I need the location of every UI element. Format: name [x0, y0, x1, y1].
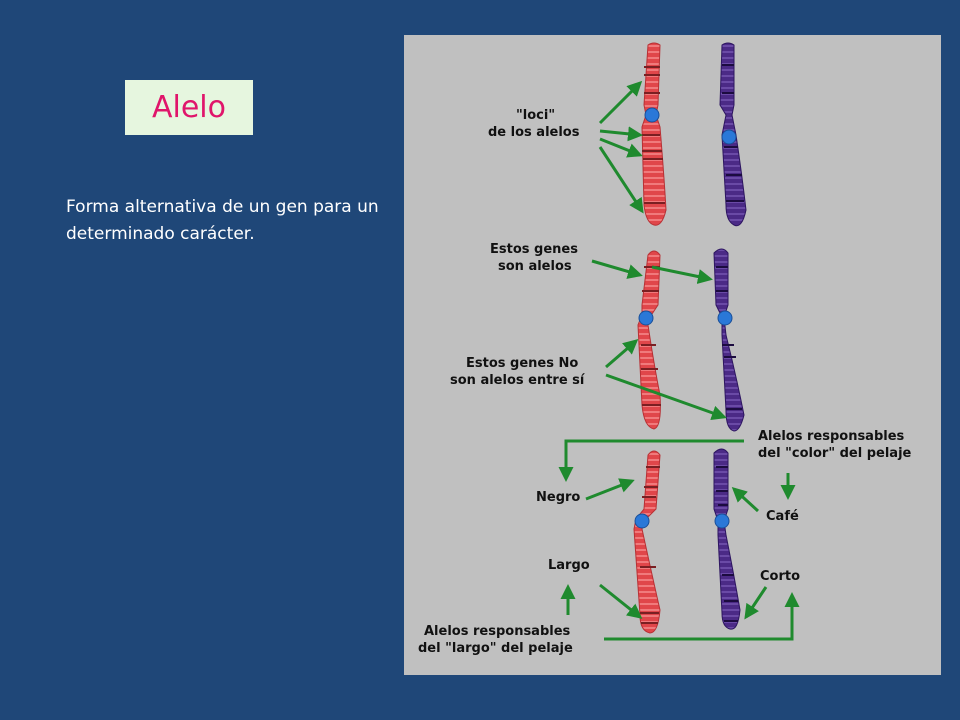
arrow-length-bracket — [604, 592, 800, 641]
centromere-1a — [644, 107, 660, 123]
arrow-not-alleles-2 — [605, 373, 727, 421]
label-corto: Corto — [760, 569, 800, 584]
allele-diagram: "loci" de los alelos Estos genes son ale… — [404, 35, 941, 675]
label-loci-2: de los alelos — [488, 125, 580, 140]
arrow-loci-3 — [599, 137, 643, 158]
arrow-corto — [744, 586, 768, 620]
centromere-3b — [714, 513, 730, 529]
centromere-2b — [717, 310, 733, 326]
arrows — [558, 80, 800, 641]
label-color-1: Alelos responsables — [758, 429, 905, 444]
chromosome-red-2 — [637, 250, 661, 430]
chromosome-pair-2 — [637, 248, 745, 432]
label-alleles-2: son alelos — [498, 259, 572, 274]
arrow-loci-2 — [599, 126, 643, 142]
label-alleles-1: Estos genes — [490, 242, 578, 257]
label-not-alleles-1: Estos genes No — [466, 356, 578, 371]
label-length-1: Alelos responsables — [424, 624, 571, 639]
arrow-loci-4 — [598, 146, 644, 214]
title-box: Alelo — [125, 80, 253, 135]
arrow-largo — [599, 583, 643, 619]
label-loci-1: "loci" — [516, 108, 555, 123]
centromere-1b — [721, 129, 737, 145]
arrow-not-alleles-1 — [605, 339, 639, 369]
label-length-2: del "largo" del pelaje — [418, 641, 573, 656]
arrow-loci-1 — [598, 80, 643, 125]
definition-text: Forma alternativa de un gen para un dete… — [66, 197, 379, 244]
label-cafe: Café — [766, 509, 799, 524]
arrow-cafe-2 — [731, 486, 760, 513]
arrow-alleles-1 — [591, 259, 643, 279]
chromosome-pair-1 — [641, 42, 747, 227]
label-color-2: del "color" del pelaje — [758, 446, 912, 461]
arrow-negro — [585, 478, 635, 501]
centromere-2a — [638, 310, 654, 326]
chromosome-red-3 — [633, 450, 661, 634]
arrow-alleles-2 — [651, 265, 713, 284]
chromosome-purple-3 — [713, 448, 741, 630]
allele-diagram-svg: "loci" de los alelos Estos genes son ale… — [418, 42, 912, 656]
label-not-alleles-2: son alelos entre sí — [450, 373, 586, 388]
chromosome-pair-3 — [633, 448, 741, 634]
label-largo: Largo — [548, 558, 590, 573]
arrow-color-bracket — [558, 439, 744, 482]
slide-title: Alelo — [151, 90, 226, 125]
centromere-3a — [634, 513, 650, 529]
label-negro: Negro — [536, 490, 580, 505]
chromosome-purple-2 — [713, 248, 745, 432]
